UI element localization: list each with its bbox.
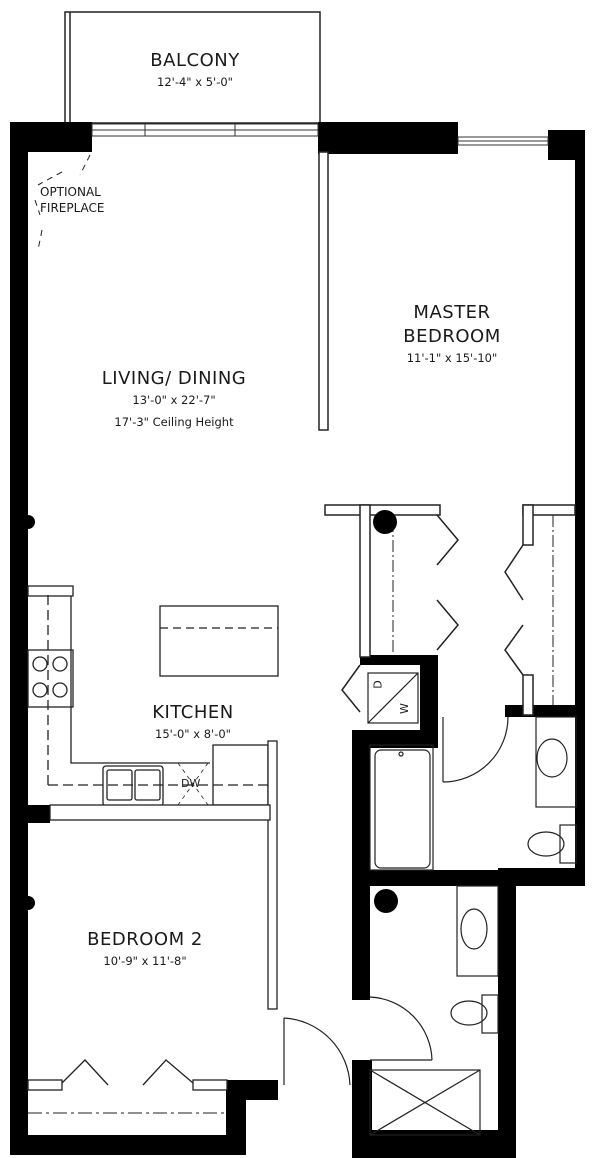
fireplace-label-line2: FIREPLACE xyxy=(40,201,105,215)
living-dining-dimensions: 13'-0" x 22'-7" xyxy=(132,393,216,407)
fireplace-label-line1: OPTIONAL xyxy=(40,185,101,199)
master-bath-fixtures xyxy=(369,716,577,871)
living-master-partition xyxy=(318,151,329,431)
master-bedroom-dimensions: 11'-1" x 15'-10" xyxy=(406,351,498,365)
washer-dryer-icon xyxy=(367,672,419,724)
balcony-name: BALCONY xyxy=(150,50,240,71)
water-heater-icon-2 xyxy=(374,889,398,913)
bedroom2-closet xyxy=(27,1059,228,1114)
washer-label: W xyxy=(397,703,411,714)
bedroom-2-dimensions: 10'-9" x 11'-8" xyxy=(103,954,187,968)
living-dining-name: LIVING/ DINING xyxy=(101,368,247,389)
living-dining-ceiling-note: 17'-3" Ceiling Height xyxy=(114,415,234,429)
windows xyxy=(91,123,549,146)
master-bedroom-name-line1: MASTER xyxy=(413,302,491,323)
dryer-label: D xyxy=(371,680,385,689)
kitchen-fixtures xyxy=(27,585,279,1010)
water-heater-icon xyxy=(373,510,397,534)
fireplace-outline xyxy=(34,154,91,251)
bedroom-2-name: BEDROOM 2 xyxy=(87,929,203,950)
master-bedroom-name-line2: BEDROOM xyxy=(403,326,501,347)
master-closets xyxy=(324,504,576,716)
exterior-walls xyxy=(10,122,585,1158)
kitchen-dimensions: 15'-0" x 8'-0" xyxy=(155,727,231,741)
kitchen-name: KITCHEN xyxy=(152,702,234,723)
dishwasher-label: DW xyxy=(181,777,201,790)
balcony-dimensions: 12'-4" x 5'-0" xyxy=(157,75,233,89)
second-bath-fixtures xyxy=(283,885,499,1136)
balcony-outline xyxy=(64,11,321,124)
